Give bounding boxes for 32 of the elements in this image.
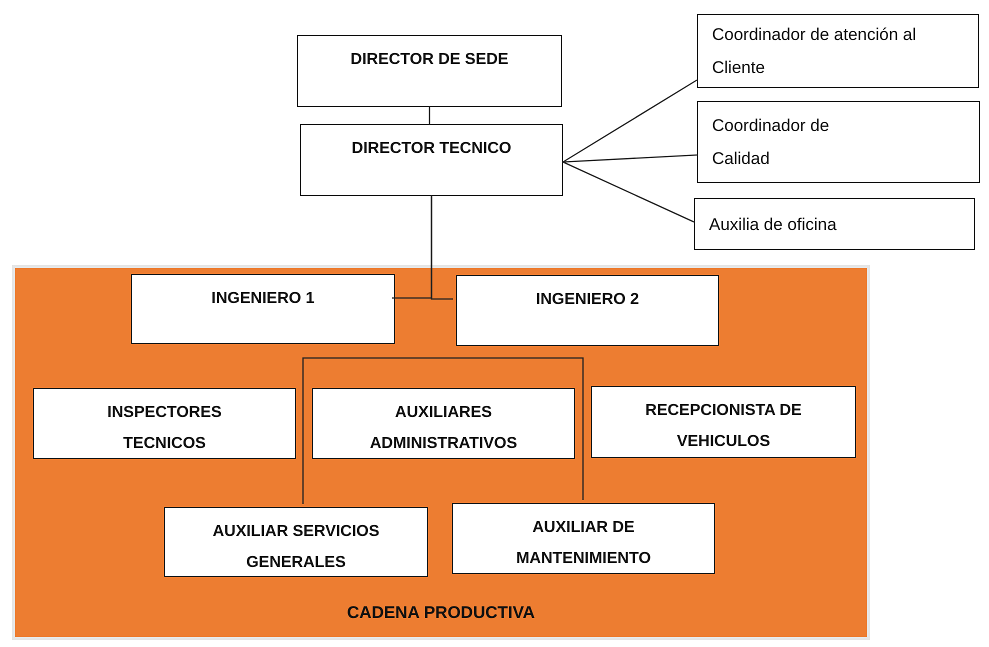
role-box: [164, 507, 428, 577]
connector-line: [302, 357, 584, 504]
role-title: Auxilia de oficina: [709, 214, 837, 236]
connector-line: [430, 196, 453, 300]
connector-line: [562, 154, 698, 163]
role-box: [456, 275, 719, 346]
role-box: [591, 386, 856, 458]
role-box: [131, 274, 395, 344]
role-title: INGENIERO 1: [211, 289, 315, 309]
role-title: AUXILIAR DE MANTENIMIENTO: [515, 518, 652, 569]
role-box: [33, 388, 296, 459]
role-title: INGENIERO 2: [536, 290, 640, 310]
connector-line: [428, 107, 430, 124]
role-box: [297, 35, 562, 107]
role-title: DIRECTOR TECNICO: [352, 139, 512, 159]
group-band: [12, 265, 870, 640]
role-title: RECEPCIONISTA DE VEHICULOS: [644, 401, 803, 452]
role-box: [697, 101, 980, 183]
role-title: INSPECTORES TECNICOS: [106, 403, 223, 454]
role-title: AUXILIAR SERVICIOS GENERALES: [212, 522, 380, 573]
role-title: Coordinador de atención al Cliente: [712, 24, 918, 79]
group-title: CADENA PRODUCTIVA: [346, 603, 536, 623]
role-title: Coordinador de Calidad: [712, 115, 830, 170]
role-box: [697, 14, 979, 88]
connector-line: [562, 79, 698, 163]
role-title: DIRECTOR DE SEDE: [350, 50, 508, 70]
role-box: [312, 388, 575, 459]
role-title: AUXILIARES ADMINISTRATIVOS: [368, 403, 518, 454]
role-box: [694, 198, 975, 250]
connector-line: [562, 161, 694, 223]
role-box: [452, 503, 715, 574]
role-box: [300, 124, 563, 196]
